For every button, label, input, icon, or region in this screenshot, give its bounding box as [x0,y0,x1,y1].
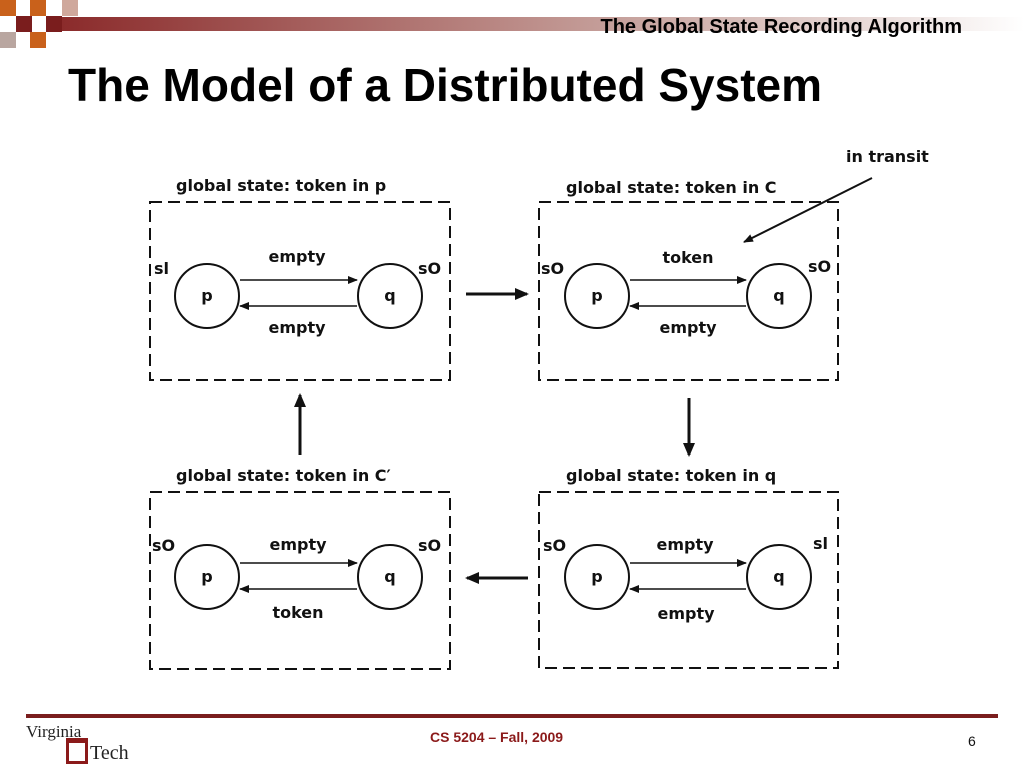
process-q-node [746,263,812,329]
channel-p-to-q-label: empty [268,247,326,266]
channel-q-to-p-label: empty [659,318,717,337]
logo-mark-icon [66,738,88,764]
header-title: The Global State Recording Algorithm [600,16,962,38]
footer-course-label: CS 5204 – Fall, 2009 [430,729,564,745]
process-p-label: p [591,286,602,305]
state-box [149,201,451,381]
process-p-label: p [591,567,602,586]
process-p-node [174,544,240,610]
channel-p-to-q-label: token [662,248,713,267]
state-label: global state: token in C′ [176,466,391,485]
process-p-node [564,263,630,329]
process-p-label: p [201,567,212,586]
right-state-label: sO [418,259,441,278]
virginia-tech-logo: Virginia Tech [26,722,136,766]
channel-q-to-p-label: empty [268,318,326,337]
header-bar [0,0,1024,48]
state-box [538,491,839,669]
header-gradient [62,17,1024,31]
process-q-node [746,544,812,610]
process-q-label: q [773,286,784,305]
state-label: global state: token in q [566,466,776,485]
slide-page-number: 6 [968,733,976,749]
state-panel-token-in-c-prime: global state: token in C′ sO sO p q empt… [149,466,451,670]
slide-title: The Model of a Distributed System [68,59,822,111]
state-panel-token-in-c: global state: token in C sO sO p q token… [538,178,839,381]
process-p-label: p [201,286,212,305]
logo-bottom-text: Tech [90,742,129,764]
footer-divider [26,714,998,718]
channel-p-to-q-label: empty [269,535,327,554]
process-q-label: q [384,567,395,586]
state-panel-token-in-q: global state: token in q sO sl p q empty… [538,466,839,669]
in-transit-pointer-arrow [743,177,873,243]
process-p-node [174,263,240,329]
left-state-label: sO [541,259,564,278]
state-panel-token-in-p: global state: token in p sl sO p q empty… [149,176,451,381]
channel-p-to-q-label: empty [656,535,714,554]
state-box [149,491,451,670]
logo-top-text: Virginia [26,722,82,741]
left-state-label: sO [152,536,175,555]
channel-q-to-p-label: empty [657,604,715,623]
in-transit-annotation: in transit [846,147,929,166]
state-box [538,201,839,381]
right-state-label: sO [808,257,831,276]
process-q-label: q [773,567,784,586]
channel-q-to-p-label: token [272,603,323,622]
process-q-node [357,544,423,610]
left-state-label: sl [154,259,169,278]
process-q-node [357,263,423,329]
header-squares-decoration [0,0,78,48]
right-state-label: sO [418,536,441,555]
process-p-node [564,544,630,610]
state-label: global state: token in p [176,176,386,195]
state-label: global state: token in C [566,178,777,197]
left-state-label: sO [543,536,566,555]
right-state-label: sl [813,534,828,553]
process-q-label: q [384,286,395,305]
